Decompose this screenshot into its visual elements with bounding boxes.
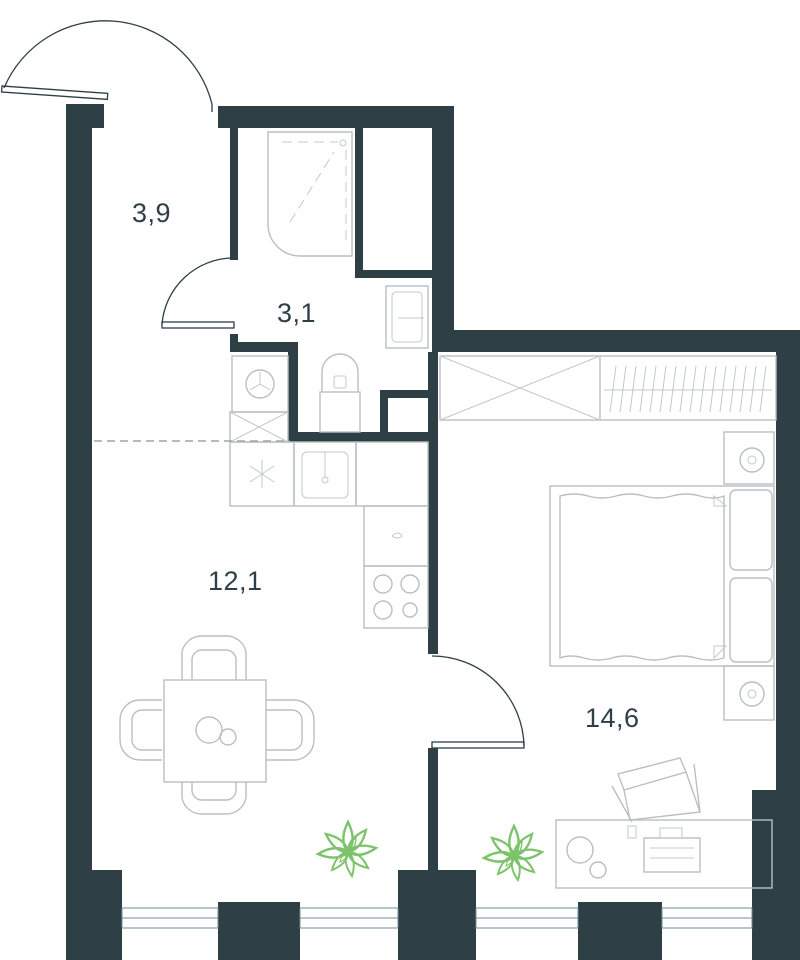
wall-bottom-block-3 (398, 870, 476, 960)
wall-shaft-bottom (355, 270, 435, 278)
dining-table-icon (119, 635, 315, 815)
wall-bottom-block-4 (578, 902, 662, 960)
plant-leaf (490, 836, 516, 858)
star-icon (249, 460, 275, 488)
hanger (749, 365, 757, 413)
bedside-lamp-icon (723, 431, 775, 485)
wall-bath-step-top (230, 342, 298, 352)
hanger (649, 365, 657, 413)
wardrobe-icon (439, 355, 777, 421)
wall-bath-bottom (288, 432, 438, 442)
hanger (629, 365, 637, 413)
windows (121, 907, 753, 929)
wall-left (66, 104, 92, 904)
hanger (609, 365, 617, 413)
plant-leaf (330, 850, 350, 872)
door-arc-icon (431, 655, 525, 749)
hanger (699, 365, 707, 413)
plant-leaf (339, 851, 349, 863)
wall-bathroom-top (218, 106, 454, 128)
plant-icon (481, 823, 545, 883)
hanger (759, 365, 767, 413)
shower-icon (267, 131, 353, 257)
bed-icon (549, 485, 775, 667)
hanger (709, 365, 717, 413)
wall-top-right (432, 330, 800, 352)
hanger (659, 365, 667, 413)
wall-shaft-left (355, 128, 363, 278)
plant-leaf (324, 832, 350, 854)
plant-leaf (346, 850, 370, 870)
hanger (679, 365, 687, 413)
walls (66, 104, 800, 960)
wall-bottom-block-1 (66, 870, 122, 960)
plant-leaf (496, 854, 516, 876)
wall-top-left-stub (66, 104, 104, 128)
hanger (739, 365, 747, 413)
wall-partition-upper (428, 352, 438, 654)
toilet-icon (319, 353, 361, 433)
hanger (669, 365, 677, 413)
wall-bathroom-left-upper (230, 128, 238, 260)
wall-bathroom-right (432, 106, 454, 338)
desk-icon (555, 819, 773, 889)
hanger (639, 365, 647, 413)
wall-bottom-block-2 (218, 902, 300, 960)
kitchen-counter (94, 411, 429, 567)
door-arc-icon (161, 257, 235, 329)
room-area-balcony: 3,9 (132, 198, 171, 228)
hanger (689, 365, 697, 413)
wall-small-shaft-left (380, 390, 388, 442)
plant-icon (315, 819, 379, 879)
doors (0, 20, 525, 749)
plant-leaf (347, 836, 357, 853)
plant-leaf (505, 855, 515, 867)
door-arc-icon (0, 20, 213, 112)
chair-icon (611, 757, 701, 823)
hob-icon (363, 565, 429, 629)
room-area-bathroom: 3,1 (277, 298, 316, 328)
plant-leaf (513, 840, 523, 857)
hanger (729, 365, 737, 413)
room-area-bedroom: 14,6 (585, 703, 640, 733)
wall-bath-step-vertical (288, 342, 298, 442)
wall-bottom-block-5 (752, 790, 800, 960)
wall-small-shaft-top (380, 390, 438, 398)
washing-machine-icon (231, 355, 289, 413)
hanger (619, 365, 627, 413)
room-area-kitchen-living: 12,1 (208, 566, 263, 596)
sink-icon (385, 285, 429, 349)
plant-leaf (315, 846, 350, 859)
plant-leaf (481, 850, 516, 863)
hangers (609, 365, 767, 413)
wall-partition-lower (428, 748, 438, 908)
hanger (719, 365, 727, 413)
plant-leaf (512, 854, 536, 874)
bedside-lamp-icon (723, 665, 775, 721)
